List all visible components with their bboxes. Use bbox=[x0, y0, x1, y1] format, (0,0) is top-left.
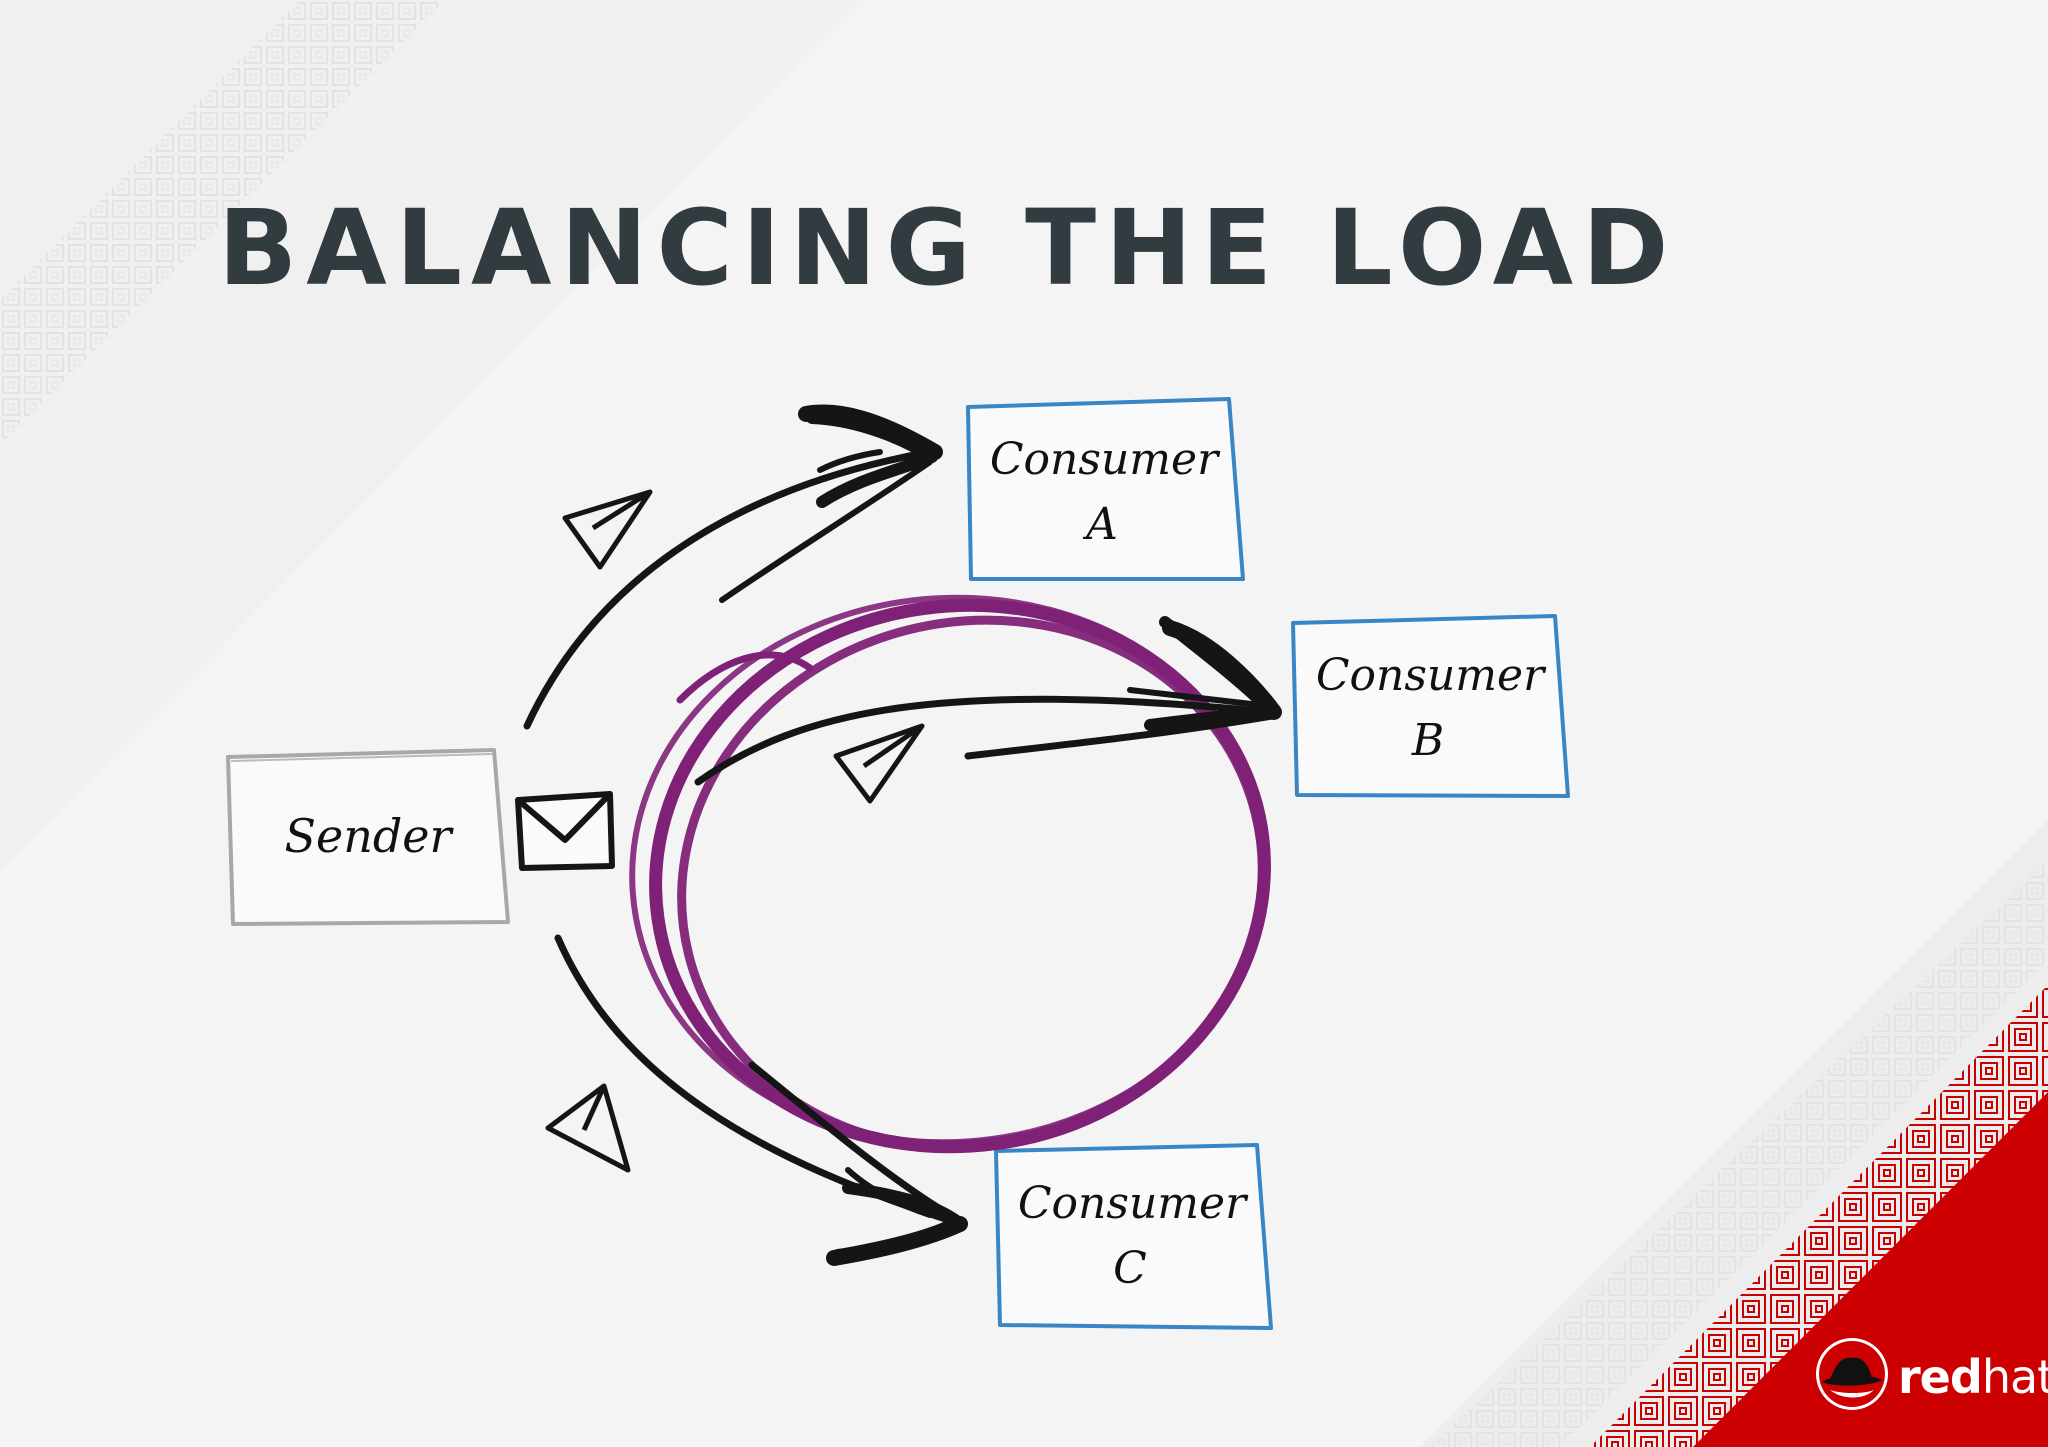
arrow-to-consumer-c bbox=[554, 934, 968, 1266]
consumer-b-box: Consumer B bbox=[1291, 614, 1570, 798]
consumer-c-box: Consumer C bbox=[994, 1143, 1273, 1330]
consumer-a-box: Consumer A bbox=[966, 397, 1245, 581]
envelope-icon bbox=[515, 791, 615, 871]
redhat-fedora-icon bbox=[1816, 1338, 1888, 1410]
sender-label: Sender bbox=[284, 809, 454, 863]
consumer-a-label-line2: A bbox=[1082, 499, 1118, 550]
consumer-b-label-line2: B bbox=[1411, 715, 1444, 766]
round-robin-loop bbox=[629, 594, 1271, 1154]
consumer-b-label-line1: Consumer bbox=[1316, 650, 1547, 701]
arrow-to-consumer-b bbox=[694, 616, 1282, 786]
paper-plane-icon bbox=[545, 1083, 631, 1173]
consumer-c-label-line1: Consumer bbox=[1018, 1178, 1249, 1229]
logo-bold: red bbox=[1898, 1350, 1983, 1404]
consumer-c-label-line2: C bbox=[1113, 1243, 1147, 1294]
slide-title: BALANCING THE LOAD bbox=[218, 187, 1678, 309]
paper-plane-icon bbox=[562, 489, 653, 570]
consumer-a-label-line1: Consumer bbox=[990, 434, 1221, 485]
sender-box: Sender bbox=[226, 748, 510, 926]
logo-light: hat bbox=[1981, 1350, 2048, 1404]
arrow-to-consumer-a bbox=[523, 404, 943, 730]
paper-plane-icon bbox=[833, 723, 925, 804]
redhat-logo-text: redhat. bbox=[1898, 1350, 2048, 1404]
